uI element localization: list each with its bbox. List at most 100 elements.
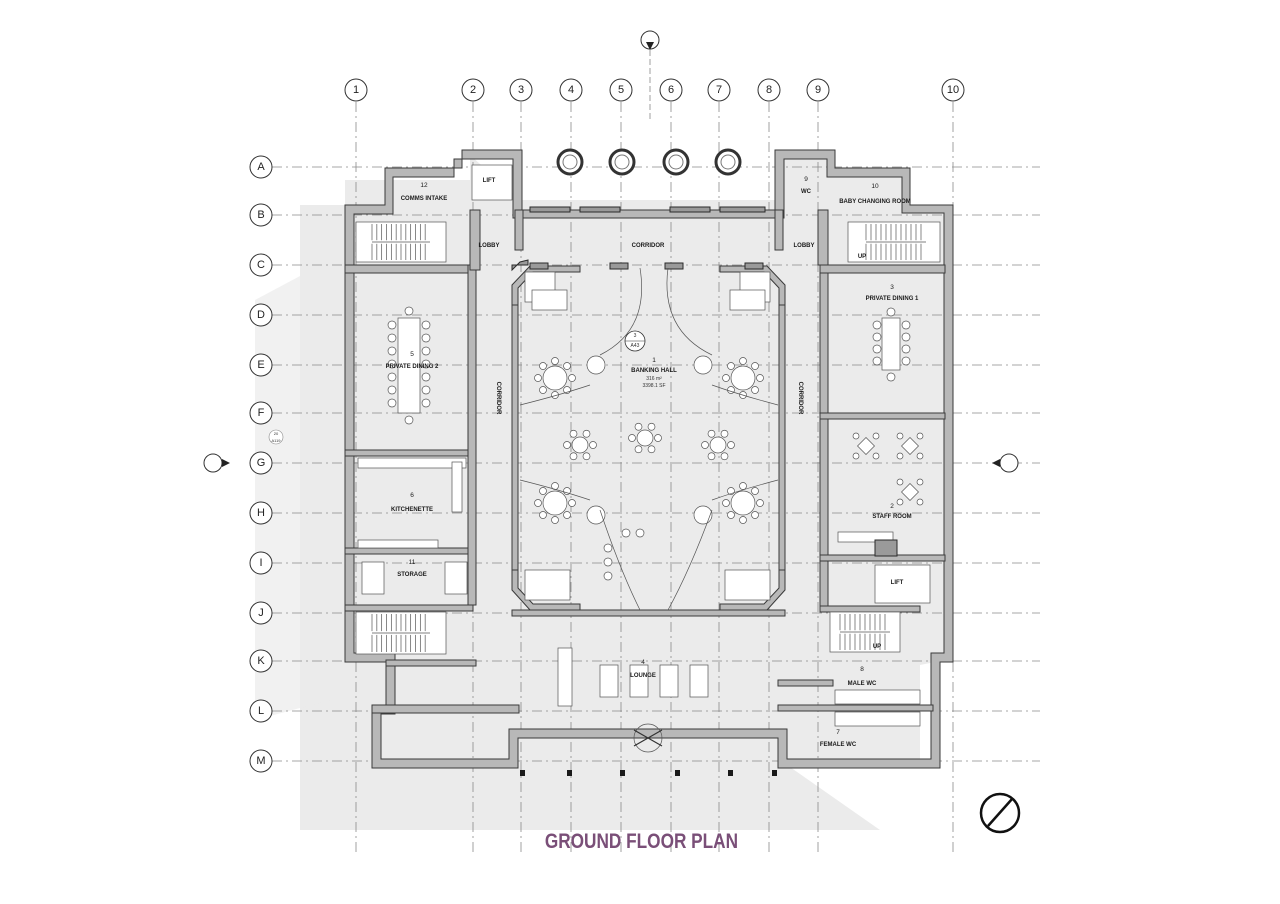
grid-row-label: I [259, 557, 262, 569]
grid-row-label: D [257, 309, 265, 321]
lounge-label: LOUNGE [630, 673, 656, 679]
lobby-label-right: LOBBY [794, 243, 815, 249]
corridor-label-right: CORRIDOR [797, 382, 803, 415]
portico-columns [556, 148, 742, 176]
stair-bottom-left [355, 611, 447, 655]
lobby-label-left: LOBBY [479, 243, 500, 249]
grid-row-bubble [249, 451, 273, 475]
grid-column-label: 1 [353, 84, 359, 96]
stairs [355, 221, 941, 655]
banking-hall-number: 1 [652, 357, 656, 364]
grid-row-label: M [256, 755, 265, 767]
grid-column-bubble [707, 78, 731, 102]
section-markers [203, 30, 1019, 473]
lift-label-right: LIFT [891, 580, 904, 586]
private-dining-2-label: PRIVATE DINING 2 [386, 364, 439, 370]
staff-room-number: 2 [890, 503, 894, 510]
banking-hall-area-sf: 3398.1 SF [642, 383, 665, 389]
grid-column-bubble [659, 78, 683, 102]
grid-row-bubble [249, 501, 273, 525]
grid-row-label: G [257, 457, 266, 469]
grid-row-label: H [257, 507, 265, 519]
comms-intake-number: 12 [420, 182, 428, 189]
grid-column-bubble [609, 78, 633, 102]
storage-number: 11 [409, 559, 416, 566]
grid-row-bubble [249, 401, 273, 425]
corridor-label-top: CORRIDOR [632, 243, 665, 249]
section-tag-number: 3 [634, 333, 637, 339]
banking-hall-area-m2: 316 m² [646, 376, 662, 382]
grid-row-label: F [258, 407, 265, 419]
wc-label: WC [801, 189, 812, 195]
private-dining-1-label: PRIVATE DINING 1 [866, 296, 919, 302]
female-wc-label: FEMALE WC [820, 742, 857, 748]
grid-row-bubble [249, 601, 273, 625]
lounge-number: 4 [641, 659, 645, 666]
grid-column-label: 5 [618, 84, 624, 96]
elevation-tag: 20 A119 [268, 429, 284, 445]
male-wc-label: MALE WC [848, 681, 877, 687]
elevation-tag-sheet: A119 [271, 438, 281, 443]
grid-row-bubble [249, 649, 273, 673]
plan-title: GROUND FLOOR PLAN [544, 830, 739, 853]
grid-column-bubble [344, 78, 368, 102]
grid-row-bubble [249, 155, 273, 179]
grid-column-label: 8 [766, 84, 772, 96]
section-tag-sheet: A43 [631, 343, 640, 349]
stair-up-label-top: UP [858, 254, 866, 260]
grid-column-label: 4 [568, 84, 574, 96]
room-labels: 1 BANKING HALL 316 m² 3398.1 SF 2 STAFF … [386, 176, 919, 748]
grid-column-label: 3 [518, 84, 524, 96]
grid-column-label: 6 [668, 84, 674, 96]
female-wc-number: 7 [836, 729, 840, 736]
grid-column-bubble [461, 78, 485, 102]
kitchenette-number: 6 [410, 492, 414, 499]
grid-row-bubble [249, 353, 273, 377]
private-dining-2-number: 5 [410, 351, 414, 358]
grid-row-label: E [257, 359, 264, 371]
grid-row-bubble [249, 749, 273, 773]
grid-column-bubble [941, 78, 965, 102]
stair-bottom-right [829, 611, 901, 653]
stair-top-left [355, 221, 447, 263]
grid-row-bubble [249, 551, 273, 575]
grid-row-bubble [249, 699, 273, 723]
stair-top-right [847, 221, 941, 263]
grid-row-bubble [249, 203, 273, 227]
grid-column-bubble [559, 78, 583, 102]
grid-row-label: J [258, 607, 264, 619]
storage-label: STORAGE [397, 572, 427, 578]
grid-row-label: L [258, 705, 264, 717]
grid-row-label: C [257, 259, 265, 271]
baby-changing-label: BABY CHANGING ROOM [839, 199, 911, 205]
baby-changing-number: 10 [871, 183, 879, 190]
grid-column-bubble [806, 78, 830, 102]
grid-column-label: 9 [815, 84, 821, 96]
grid-column-label: 2 [470, 84, 476, 96]
grid-row-label: K [257, 655, 265, 667]
furniture [357, 164, 931, 753]
wc-number: 9 [804, 176, 808, 183]
grid-row-bubble [249, 303, 273, 327]
lift-label-top: LIFT [483, 178, 496, 184]
stair-up-label-bottom: UP [873, 644, 881, 650]
grid-column-label: 10 [947, 84, 959, 96]
grid-column-bubble [757, 78, 781, 102]
private-dining-1-number: 3 [890, 284, 894, 291]
staff-room-label: STAFF ROOM [872, 514, 911, 520]
grid-column-bubble [509, 78, 533, 102]
banking-hall-label: BANKING HALL [631, 368, 677, 374]
grid-row-label: A [257, 161, 265, 173]
grid-row-bubble [249, 253, 273, 277]
grid-row-label: B [257, 209, 264, 221]
corridor-label-left: CORRIDOR [495, 382, 501, 415]
kitchenette-label: KITCHENETTE [391, 507, 433, 513]
north-arrow-icon [979, 792, 1021, 834]
grid-column-label: 7 [716, 84, 722, 96]
section-tag: 3 A43 [624, 330, 646, 352]
elevation-tag-number: 20 [274, 431, 279, 436]
male-wc-number: 8 [860, 666, 864, 673]
comms-intake-label: COMMS INTAKE [401, 196, 448, 202]
